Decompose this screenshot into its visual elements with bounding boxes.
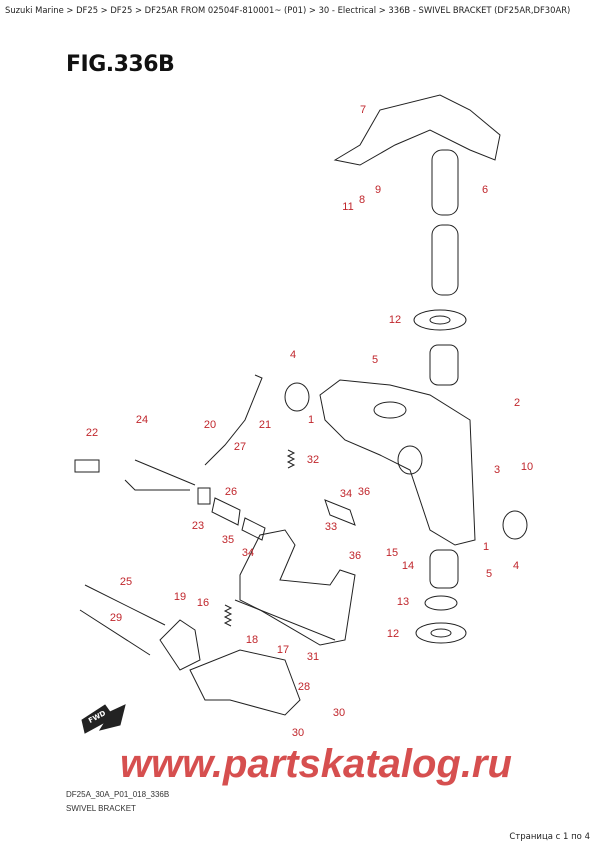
breadcrumb[interactable]: Suzuki Marine > DF25 > DF25 > DF25AR FRO… [5,5,571,15]
pin [211,497,241,526]
pin [241,517,266,541]
bracket-hole [373,401,407,419]
callout[interactable]: 6 [481,184,489,196]
washer-lower-hole [430,628,452,638]
callout[interactable]: 12 [386,628,400,640]
spring [286,449,296,469]
callout[interactable]: 31 [306,651,320,663]
clamp-bracket [189,649,301,716]
callout[interactable]: 7 [359,104,367,116]
pilot-shaft [431,149,459,216]
steering-bracket [333,94,501,166]
callout[interactable]: 36 [348,550,362,562]
callout[interactable]: 30 [291,727,305,739]
wire [204,374,263,466]
pin [197,487,211,505]
pilot-shaft-lower [431,224,459,296]
callout[interactable]: 35 [221,534,235,546]
callout[interactable]: 34 [241,547,255,559]
callout[interactable]: 17 [276,644,290,656]
pin [324,499,356,526]
callout[interactable]: 19 [173,591,187,603]
callout[interactable]: 16 [196,597,210,609]
washer-small [424,595,458,611]
callout[interactable]: 2 [513,397,521,409]
callout[interactable]: 14 [401,560,415,572]
callout[interactable]: 23 [191,520,205,532]
callout[interactable]: 4 [512,560,520,572]
figure-title: FIG.336B [66,52,175,77]
callout[interactable]: 20 [203,419,217,431]
callout[interactable]: 1 [307,414,315,426]
callout[interactable]: 18 [245,634,259,646]
clamp [159,619,201,671]
callout[interactable]: 9 [374,184,382,196]
diagram-code: DF25A_30A_P01_018_336B [66,790,170,799]
washer-hole [429,315,451,325]
bush-left [284,382,310,412]
swivel-bracket [319,379,476,546]
washer-lower [415,622,467,644]
bolts [79,584,166,656]
callout[interactable]: 30 [332,707,346,719]
bush-right [502,510,528,540]
callout[interactable]: 28 [297,681,311,693]
callout[interactable]: 3 [493,464,501,476]
callout[interactable]: 33 [324,521,338,533]
callout[interactable]: 21 [258,419,272,431]
callout[interactable]: 29 [109,612,123,624]
callout[interactable]: 8 [358,194,366,206]
callout[interactable]: 12 [388,314,402,326]
callout[interactable]: 13 [396,596,410,608]
callout[interactable]: 11 [342,201,354,213]
callout[interactable]: 15 [385,547,399,559]
watermark: www.partskatalog.ru [120,742,512,786]
callout[interactable]: 5 [371,354,379,366]
tilt-rod [234,599,336,641]
callout[interactable]: 24 [135,414,149,426]
callout[interactable]: 36 [357,486,371,498]
callout[interactable]: 26 [224,486,238,498]
callout[interactable]: 4 [289,349,297,361]
bush [429,344,459,386]
callout[interactable]: 32 [306,454,320,466]
callout[interactable]: 25 [119,576,133,588]
rod [124,459,196,491]
spring [223,604,233,627]
pagination: Страница с 1 по 4 [509,832,590,842]
diagram-caption: SWIVEL BRACKET [66,804,136,813]
callout[interactable]: 1 [482,541,490,553]
callout[interactable]: 10 [520,461,534,473]
callout[interactable]: 27 [233,441,247,453]
bush-lower [429,549,459,589]
washer [413,309,467,331]
fwd-arrow [81,704,126,734]
callout[interactable]: 34 [339,488,353,500]
callout[interactable]: 5 [485,568,493,580]
tilt-lever [239,529,356,646]
grip [74,459,100,473]
callout[interactable]: 22 [85,427,99,439]
bracket-boss [397,445,423,475]
